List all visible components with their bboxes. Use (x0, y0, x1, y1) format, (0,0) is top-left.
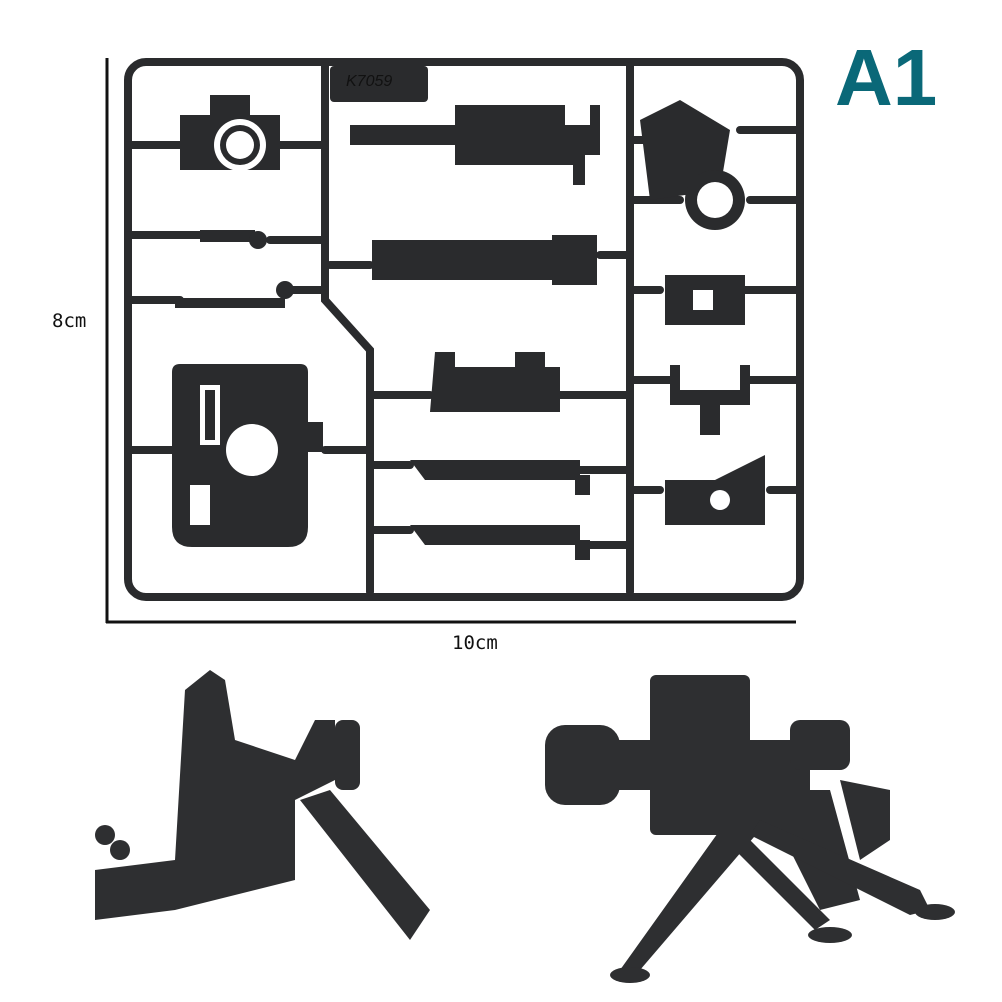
sprue-code: K7059 (346, 73, 393, 90)
sprue-parts (172, 66, 765, 560)
measurement-lines (105, 58, 796, 624)
minigun-right (545, 675, 955, 983)
variant-badge: A1 (835, 33, 938, 122)
width-label: 10cm (452, 632, 498, 654)
minigun-left (95, 670, 430, 940)
height-label: 8cm (52, 310, 87, 332)
sprue-frame (124, 58, 804, 601)
